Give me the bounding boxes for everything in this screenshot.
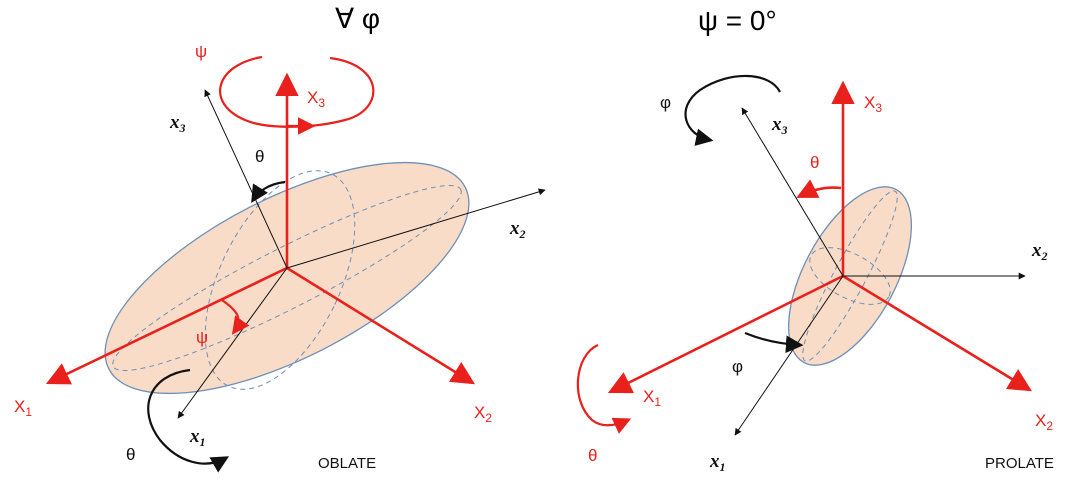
oblate-psi-arc-mid	[221, 299, 250, 335]
oblate-title: ∀ φ	[335, 3, 380, 34]
prolate-diagram: X3 X1 X2 x3 x2 x1 φ φ θ θ	[576, 74, 1053, 474]
oblate-body-x2-axis	[286, 188, 546, 269]
oblate-lab-x1-axis	[45, 266, 288, 385]
prolate-lab-x1-label: X1	[643, 387, 661, 409]
oblate-body-x3-axis	[204, 89, 288, 269]
oblate-caption: OBLATE	[318, 455, 376, 472]
oblate-lab-x3-label: X3	[307, 88, 325, 110]
oblate-section-2	[204, 170, 356, 390]
oblate-section-1	[112, 185, 462, 371]
oblate-body-x1-axis	[177, 267, 288, 419]
prolate-title: ψ = 0°	[698, 5, 777, 36]
oblate-lab-x1-label: X1	[14, 397, 32, 419]
oblate-lab-x2-label: X2	[474, 403, 492, 425]
oblate-body-x2-label: x2	[509, 218, 526, 241]
oblate-psi-top-label: ψ	[195, 42, 207, 61]
prolate-lab-x3-label: X3	[864, 93, 882, 115]
oblate-theta-top-label: θ	[255, 147, 264, 166]
prolate-phi-arc-mid	[744, 331, 804, 354]
oblate-diagram: X3 X1 X2 x3 x2 x1 ψ ψ θ θ	[14, 42, 546, 473]
prolate-body-x3-axis	[741, 107, 844, 277]
prolate-theta-rotation-arrow	[576, 343, 632, 434]
oblate-theta-arc-top	[251, 180, 286, 203]
prolate-phi-rotation-arrow	[684, 74, 781, 146]
oblate-ellipsoid	[104, 161, 470, 395]
prolate-section-1	[802, 190, 898, 362]
prolate-body-x1-label: x1	[709, 451, 726, 474]
prolate-lab-x1-axis	[607, 274, 844, 394]
oblate-theta-bottom-label: θ	[126, 445, 135, 464]
prolate-section-2	[809, 247, 891, 305]
prolate-body-x1-axis	[734, 275, 844, 436]
oblate-theta-rotation-arrow	[147, 368, 230, 473]
oblate-psi-mid-label: ψ	[196, 328, 208, 347]
prolate-lab-x2-axis	[842, 274, 1032, 392]
prolate-theta-arc-red	[796, 179, 842, 198]
oblate-psi-rotation-arrow	[219, 55, 375, 128]
prolate-body-x3-label: x3	[771, 114, 788, 137]
prolate-theta-bottom-label: θ	[588, 446, 597, 465]
oblate-body-x1-label: x1	[189, 426, 206, 449]
oblate-body-x3-label: x3	[169, 112, 186, 135]
prolate-phi-top-label: φ	[660, 93, 671, 112]
prolate-lab-x2-label: X2	[1035, 411, 1053, 433]
prolate-caption: PROLATE	[985, 455, 1054, 472]
prolate-phi-mid-label: φ	[732, 357, 743, 376]
oblate-lab-x2-axis	[286, 266, 475, 385]
prolate-body-x2-label: x2	[1031, 240, 1048, 263]
prolate-theta-red-label: θ	[810, 153, 819, 172]
